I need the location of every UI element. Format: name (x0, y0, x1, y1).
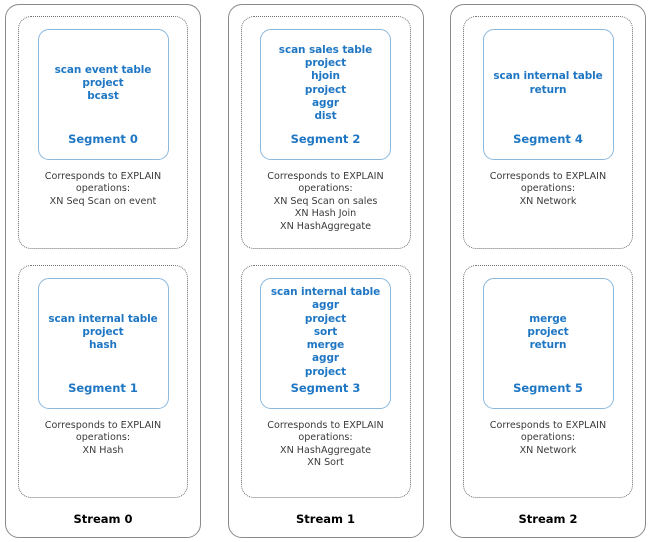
segment-op: aggr (312, 352, 339, 365)
segment-op: bcast (87, 90, 119, 103)
explain-heading-line: Corresponds to EXPLAIN (267, 420, 384, 431)
explain-heading-line: Corresponds to EXPLAIN (44, 171, 162, 182)
segment-op: scan internal table (48, 312, 158, 325)
explain-op-line: XN Network (519, 195, 577, 207)
segment-op: merge (306, 339, 345, 352)
segment-card-0[interactable]: scan event table project bcast Segment 0 (37, 29, 169, 160)
segment-op: project (82, 325, 124, 338)
segment-op: aggr (312, 299, 339, 312)
segment-op: scan event table (54, 63, 152, 76)
explain-op-line: XN Hash (82, 444, 124, 456)
stream-label-1: Stream 1 (296, 512, 355, 526)
segment-op: project (527, 325, 569, 338)
segment-op: return (529, 83, 567, 96)
stream-container-2: scan internal table return Segment 4 Cor… (450, 4, 646, 538)
segment-group-4: scan internal table return Segment 4 Cor… (463, 16, 633, 249)
segment-op: hjoin (311, 70, 340, 83)
segment-op: scan internal table (270, 286, 381, 299)
segment-op: hash (89, 339, 117, 352)
explain-heading-line: Corresponds to EXPLAIN (44, 420, 162, 431)
segment-op: project (304, 57, 347, 70)
stream-label-0: Stream 0 (73, 512, 133, 526)
segment-op: sort (313, 325, 338, 338)
explain-op-line: XN HashAggregate (280, 220, 371, 232)
segment-label-3: Segment 3 (290, 381, 361, 395)
segment-label-1: Segment 1 (68, 381, 138, 395)
segment-card-2[interactable]: scan sales table project hjoin project a… (260, 29, 391, 160)
explain-heading-line: operations: (298, 183, 353, 195)
explain-caption-5: Corresponds to EXPLAIN operations: XN Ne… (470, 420, 626, 457)
segment-ops-list-3: scan internal table aggr project sort me… (264, 283, 387, 382)
explain-op-line: XN Sort (307, 457, 344, 469)
segment-group-3: scan internal table aggr project sort me… (240, 265, 411, 498)
explain-caption-2: Corresponds to EXPLAIN operations: XN Se… (248, 171, 404, 233)
explain-heading-line: operations: (75, 183, 131, 195)
segment-op: project (304, 83, 347, 96)
explain-op-line: XN Hash Join (294, 208, 357, 220)
explain-heading-line: operations: (520, 432, 576, 444)
explain-heading-line: operations: (75, 432, 131, 444)
segment-card-4[interactable]: scan internal table return Segment 4 (482, 29, 614, 160)
explain-op-line: XN HashAggregate (280, 444, 371, 456)
segment-card-1[interactable]: scan internal table project hash Segment… (37, 278, 169, 409)
explain-op-line: XN Network (519, 444, 577, 456)
segment-group-0: scan event table project bcast Segment 0… (18, 16, 188, 249)
segment-label-5: Segment 5 (513, 381, 583, 395)
explain-heading-line: Corresponds to EXPLAIN (267, 171, 384, 182)
segment-group-5: merge project return Segment 5 Correspon… (463, 265, 633, 498)
segment-ops-list-0: scan event table project bcast (42, 34, 165, 133)
segment-op: aggr (312, 96, 339, 109)
explain-op-line: XN Seq Scan on event (49, 195, 157, 207)
explain-op-line: XN Seq Scan on sales (273, 195, 378, 207)
stream-container-0: scan event table project bcast Segment 0… (5, 4, 201, 538)
segment-group-2: scan sales table project hjoin project a… (240, 16, 411, 249)
explain-caption-4: Corresponds to EXPLAIN operations: XN Ne… (470, 171, 626, 208)
segment-label-0: Segment 0 (68, 132, 138, 146)
segment-card-5[interactable]: merge project return Segment 5 (482, 278, 614, 409)
segment-op: scan sales table (278, 43, 373, 56)
segment-ops-list-1: scan internal table project hash (42, 283, 165, 382)
segment-ops-list-2: scan sales table project hjoin project a… (264, 34, 387, 133)
segment-op: project (82, 76, 124, 89)
segment-label-2: Segment 2 (290, 132, 361, 146)
segment-card-3[interactable]: scan internal table aggr project sort me… (260, 278, 391, 409)
explain-heading-line: operations: (298, 432, 353, 444)
explain-caption-1: Corresponds to EXPLAIN operations: XN Ha… (25, 420, 181, 457)
explain-heading-line: operations: (520, 183, 576, 195)
segment-op: dist (314, 109, 337, 122)
explain-caption-0: Corresponds to EXPLAIN operations: XN Se… (25, 171, 181, 208)
explain-heading-line: Corresponds to EXPLAIN (489, 420, 607, 431)
stream-label-2: Stream 2 (518, 512, 578, 526)
segment-op: scan internal table (493, 70, 603, 83)
segment-op: project (304, 365, 347, 378)
segment-ops-list-4: scan internal table return (487, 34, 610, 133)
explain-heading-line: Corresponds to EXPLAIN (489, 171, 607, 182)
segment-label-4: Segment 4 (513, 132, 583, 146)
segment-op: project (304, 312, 347, 325)
stream-container-1: scan sales table project hjoin project a… (227, 4, 424, 538)
segment-ops-list-5: merge project return (487, 283, 610, 382)
segment-group-1: scan internal table project hash Segment… (18, 265, 188, 498)
explain-caption-3: Corresponds to EXPLAIN operations: XN Ha… (248, 420, 404, 470)
segment-op: return (529, 339, 567, 352)
segment-op: merge (529, 312, 567, 325)
